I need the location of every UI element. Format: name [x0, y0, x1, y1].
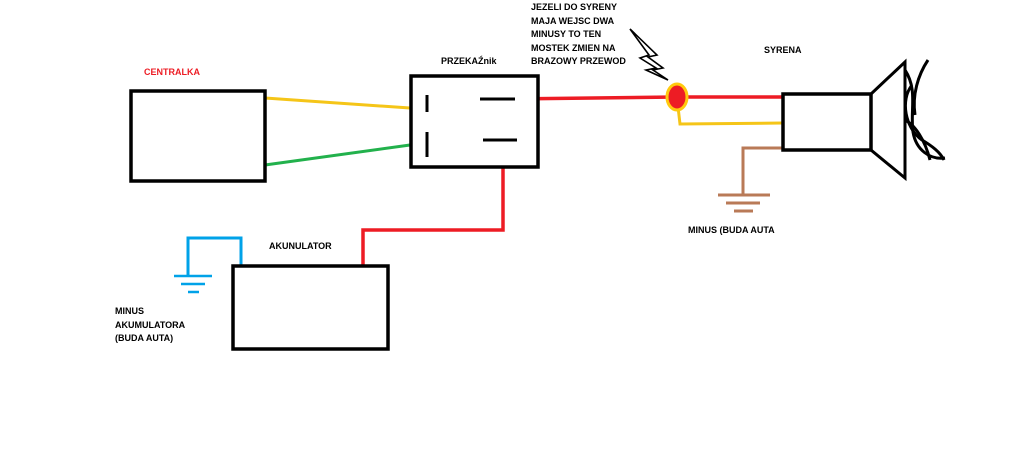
wire-yellow-bridge: [675, 97, 784, 126]
relay-contacts: [425, 95, 517, 157]
centralka-box: [129, 89, 267, 183]
note-line: MINUSY TO TEN: [531, 29, 602, 40]
note-line: MAJA WEJSC DWA: [531, 15, 615, 26]
ground-symbol-blue-icon: [174, 274, 212, 294]
przekaznik-label: PRZEKAŹnik: [441, 56, 497, 66]
minus-buda-label: MINUS (BUDA AUTA: [688, 225, 775, 235]
akumulator-label: AKUNULATOR: [269, 241, 332, 251]
note-line: BRAZOWY PRZEWOD: [531, 56, 626, 67]
minus-akumulatora-label: MINUS AKUMULATORA (BUDA AUTA): [115, 305, 185, 346]
syrena-box: [781, 92, 873, 152]
note-line: MOSTEK ZMIEN NA: [531, 42, 616, 53]
minus-akumulatora-line: MINUS: [115, 306, 144, 316]
speaker-horn-icon: [869, 58, 946, 182]
wire-brown-ground: [741, 146, 783, 195]
minus-akumulatora-line: (BUDA AUTA): [115, 333, 174, 343]
akumulator-box: [231, 264, 390, 351]
note-line: JEZELI DO SYRENY: [531, 2, 618, 12]
wire-blue-ground: [186, 236, 243, 275]
bridge-note: JEZELI DO SYRENY MAJA WEJSC DWA MINUSY T…: [531, 1, 626, 69]
wire-red-relay-to-akumulator: [361, 140, 505, 266]
lightning-bolt-icon: [629, 28, 669, 81]
minus-akumulatora-line: AKUMULATORA: [115, 319, 186, 330]
wire-yellow-centralka: [264, 96, 411, 110]
ground-symbol-brown-icon: [718, 193, 770, 213]
przekaznik-box: [409, 74, 540, 169]
junction-point: [665, 82, 689, 112]
wire-green-centralka: [264, 143, 411, 167]
centralka-label: CENTRALKA: [144, 67, 200, 77]
syrena-label: SYRENA: [764, 45, 802, 55]
